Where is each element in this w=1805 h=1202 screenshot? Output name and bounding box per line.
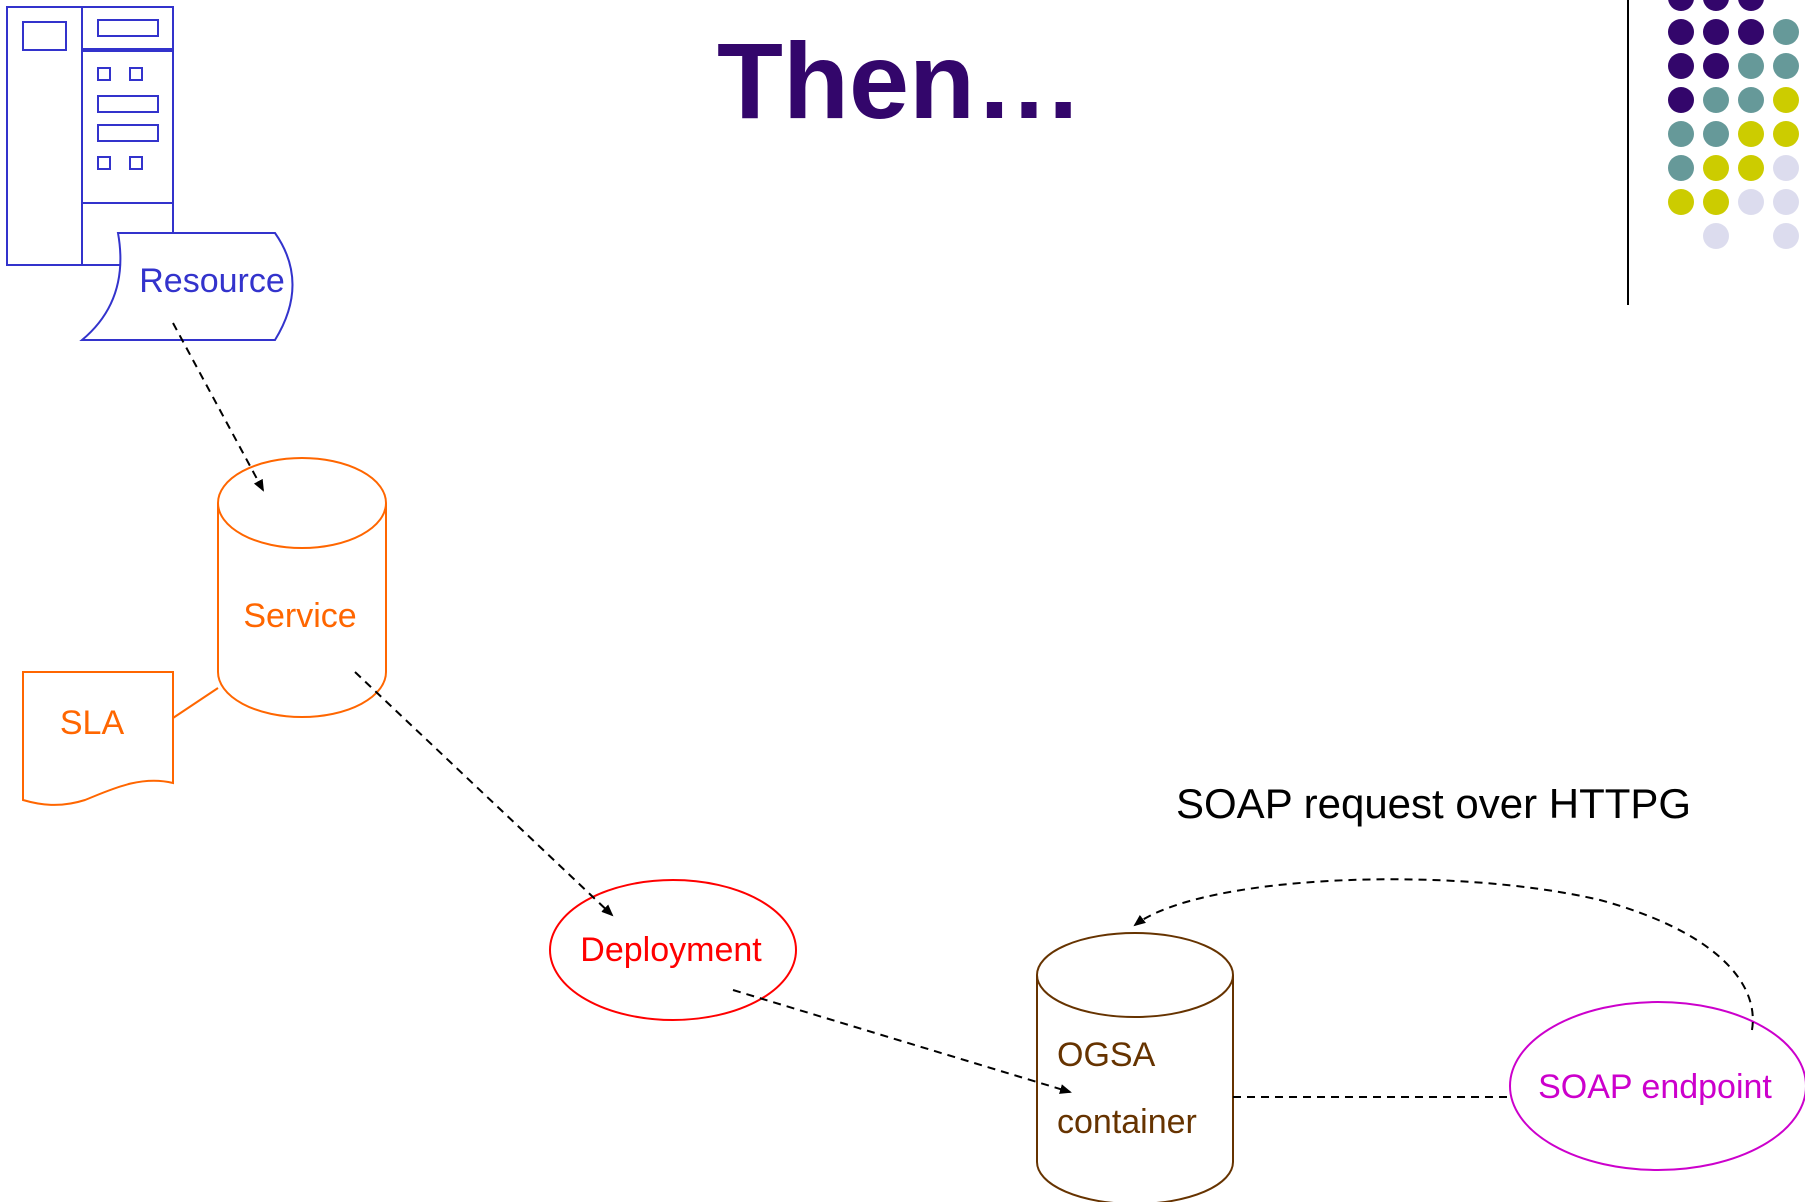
decoration-dot (1703, 19, 1729, 45)
ogsa-label-line1: OGSA (1057, 1036, 1156, 1074)
decoration-dot (1738, 53, 1764, 79)
arrow-deployment-to-ogsa (732, 989, 1072, 1094)
decoration-dot (1773, 87, 1799, 113)
decoration-dot (1738, 121, 1764, 147)
sla-service-connector (172, 687, 219, 719)
soap-endpoint-label: SOAP endpoint (1538, 1068, 1772, 1106)
decoration-dot (1668, 189, 1694, 215)
deployment-label: Deployment (580, 931, 762, 969)
decoration-dot (1773, 155, 1799, 181)
decoration-dot (1773, 189, 1799, 215)
decoration-dot (1703, 121, 1729, 147)
decoration-dot (1703, 53, 1729, 79)
decoration-dot (1668, 19, 1694, 45)
resource-shape (79, 232, 294, 341)
decoration-dot (1773, 121, 1799, 147)
decoration-dot (1668, 0, 1694, 11)
decoration-dot (1738, 189, 1764, 215)
decoration-dot (1703, 189, 1729, 215)
decoration-dot (1773, 19, 1799, 45)
arrow-service-to-deployment (354, 671, 614, 917)
decoration-dot (1738, 87, 1764, 113)
decoration-dot (1703, 155, 1729, 181)
resource-server-icon (6, 6, 174, 266)
slide-title: Then… (717, 20, 1083, 141)
decoration-dot (1668, 53, 1694, 79)
sla-label: SLA (60, 704, 125, 742)
decoration-dot (1773, 223, 1799, 249)
soap-request-annotation: SOAP request over HTTPG (1176, 780, 1691, 827)
decoration-dot (1668, 87, 1694, 113)
decoration-dot (1738, 0, 1764, 11)
dot-grid-decoration (1627, 0, 1799, 305)
decoration-dot (1668, 121, 1694, 147)
ogsa-container-cylinder (1036, 932, 1234, 1202)
decoration-dot (1703, 0, 1729, 11)
decoration-dot (1738, 155, 1764, 181)
arrow-resource-to-service (172, 322, 264, 492)
soap-endpoint-ellipse (1509, 1001, 1805, 1171)
service-label: Service (243, 597, 356, 635)
sla-document (22, 671, 174, 806)
service-cylinder (217, 457, 387, 718)
ogsa-label-line2: container (1057, 1103, 1197, 1141)
decoration-dot (1773, 53, 1799, 79)
decoration-dot (1738, 19, 1764, 45)
decoration-dot (1703, 223, 1729, 249)
decoration-dot (1703, 87, 1729, 113)
decoration-dot (1668, 155, 1694, 181)
resource-label: Resource (139, 262, 285, 300)
arrow-soap-request (1133, 878, 1754, 1031)
